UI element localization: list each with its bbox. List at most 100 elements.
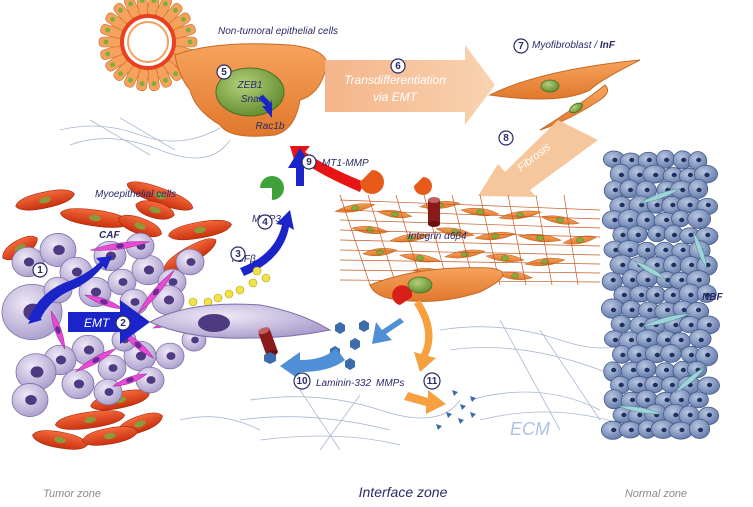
caf-label: CAF: [99, 230, 120, 241]
normal-epithelial-cell: [660, 344, 682, 363]
svg-text:1: 1: [37, 265, 43, 276]
myoepithelial-cell: [82, 426, 138, 446]
mesh-fibroblast: [351, 225, 389, 235]
svg-text:5: 5: [221, 67, 227, 78]
snail-label: Snail: [241, 94, 264, 105]
normal-epithelial-cell: [672, 150, 693, 170]
mesh-fibroblast: [497, 271, 533, 281]
mmps-label: MMPs: [376, 378, 404, 389]
tumor-cell: [135, 366, 165, 394]
normal-epithelial-cell: [619, 179, 640, 199]
normal-epithelial-cell: [697, 376, 720, 395]
rac1b-arrow: [258, 95, 272, 118]
normal-epithelial-cell: [686, 360, 708, 379]
normal-epithelial-cell: [668, 421, 694, 440]
tgfb-molecules: [188, 266, 271, 307]
nbf-cell: [639, 188, 681, 204]
step-badge: 11: [423, 372, 441, 390]
emt-arrow: EMT: [68, 300, 150, 344]
myoepithelial-cell: [60, 208, 130, 228]
transdiff-label-1: Transdifferentiation: [344, 73, 446, 87]
caf-cell: [50, 310, 66, 350]
mesh-fibroblast: [362, 247, 398, 257]
nbf-cell: [641, 313, 691, 327]
acinus-cell: [173, 24, 196, 39]
laminin-arrow: [280, 348, 345, 380]
tumor-cell: [107, 268, 137, 296]
interface-fibroblast: [369, 267, 504, 302]
myoepithelial-cell: [15, 189, 75, 211]
normal-epithelial-cell: [636, 241, 658, 259]
normal-epithelial-cell: [656, 149, 676, 169]
tgfb-arrow: [240, 210, 294, 276]
normal-epithelial-cell: [644, 375, 665, 394]
emt-label: EMT: [84, 316, 111, 330]
rac1b-label: Rac1b: [256, 121, 285, 132]
mesh-fibroblast: [518, 233, 562, 243]
myofibroblast: [488, 59, 641, 131]
integrin-label: Integrin α6β4: [408, 231, 467, 242]
normal-epithelial-cell: [635, 329, 660, 348]
acinus-cell: [174, 36, 198, 48]
normal-epithelial-cell: [601, 272, 623, 291]
acinus-cell: [105, 53, 127, 72]
svg-text:8: 8: [503, 133, 509, 144]
normal-zone-label: Normal zone: [625, 488, 687, 500]
myoepithelial-cell: [32, 430, 88, 450]
fibrosis-arrow: Fibrosis: [478, 120, 598, 197]
normal-epithelial-cell: [663, 224, 684, 243]
nbf-cell: [618, 405, 662, 415]
step-badge: 5: [216, 64, 232, 80]
step-badge: 4: [257, 214, 273, 230]
normal-epithelial-cell: [672, 360, 693, 381]
transdifferentiation-arrow: Transdifferentiation via EMT: [325, 45, 495, 125]
normal-epithelial-cell: [693, 164, 718, 184]
normal-epithelial-cell: [645, 285, 667, 305]
normal-epithelial-cell: [686, 301, 710, 321]
non-tumoral-label: Non-tumoral epithelial cells: [218, 26, 338, 37]
laminin-label: Laminin-332: [316, 378, 371, 389]
normal-tissue: [600, 149, 720, 440]
mesh-fibroblast: [460, 207, 500, 217]
caf-cell: [90, 241, 150, 251]
normal-epithelial-cell: [671, 242, 693, 260]
normal-epithelial-cell: [688, 418, 711, 439]
mesh-fibroblast: [485, 253, 525, 263]
normal-epithelial-cell: [696, 284, 717, 303]
acinus-cell: [136, 68, 149, 91]
normal-epithelial-cell: [642, 164, 667, 184]
nbf-cell: [633, 260, 667, 280]
myoepithelial-cell: [135, 200, 175, 220]
mt1mmp-label: MT1-MMP: [322, 158, 369, 169]
emt-spindle-cell: [148, 303, 332, 339]
normal-epithelial-cell: [680, 345, 701, 363]
mmp-cleavage-arrow: [372, 318, 404, 344]
normal-epithelial-cell: [695, 345, 719, 367]
ecm-fibers: [59, 117, 659, 451]
tumor-cell: [155, 342, 185, 370]
caf-cell: [75, 348, 117, 372]
caf-cell: [112, 373, 148, 387]
mesh-fibroblast: [399, 253, 441, 263]
myoepithelial-cell: [126, 181, 194, 211]
mmps-degradation-arrow: [404, 390, 446, 414]
interface-zone-label: Interface zone: [359, 484, 448, 500]
caf-cell: [122, 331, 154, 359]
mesh-fibroblast: [562, 235, 598, 245]
tumor-cell: [61, 368, 95, 400]
nbf-label: NBF: [702, 292, 723, 303]
step-badge: 6: [390, 58, 406, 74]
normal-epithelial-cell: [610, 314, 632, 333]
tumor-zone-label: Tumor zone: [43, 488, 101, 500]
tumor-cell: [11, 383, 49, 417]
myoepithelial-cell: [168, 219, 232, 241]
myoepithelial-cell: [55, 410, 125, 430]
step-badge: 10: [293, 372, 311, 390]
step-badge: 8: [498, 130, 514, 146]
transdiff-label-2: via EMT: [373, 90, 419, 104]
caf-cell: [137, 270, 175, 314]
normal-epithelial-cell: [647, 224, 667, 243]
step-badge: 9: [301, 154, 317, 170]
